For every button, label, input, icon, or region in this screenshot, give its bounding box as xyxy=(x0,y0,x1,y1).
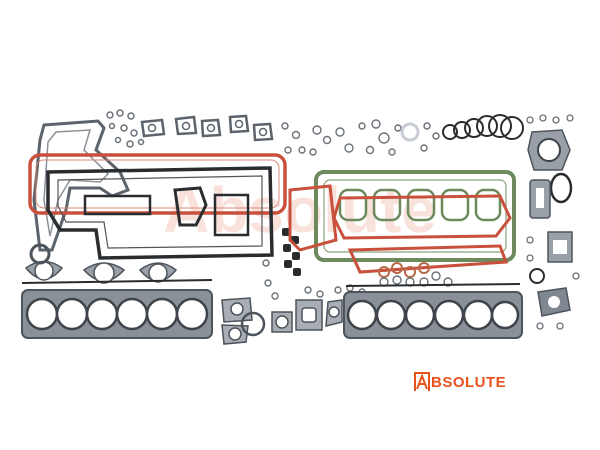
brand-logo-mark xyxy=(414,372,430,392)
cylinder-head-gasket-left xyxy=(21,289,213,339)
intake-gasket-red xyxy=(288,184,512,274)
watermark-text: Absolute xyxy=(163,174,437,246)
oil-pan-gasket-red xyxy=(28,153,287,215)
right-column-gaskets xyxy=(526,114,580,330)
exhaust-manifold-gaskets xyxy=(24,243,178,284)
brand-logo: BSOLUTE xyxy=(414,371,518,393)
sealing-strips xyxy=(21,279,521,287)
rubber-seals-strip xyxy=(282,228,301,276)
brand-logo-text: BSOLUTE xyxy=(431,373,507,391)
valve-cover-gasket-green xyxy=(314,170,516,262)
copper-seal-rings xyxy=(378,262,430,278)
scattered-washers xyxy=(262,119,440,300)
small-rings-mid xyxy=(379,271,453,287)
small-flange-gaskets-top xyxy=(106,109,274,148)
middle-flange-gaskets xyxy=(221,297,343,345)
cylinder-head-gasket-right xyxy=(343,291,523,339)
oil-pan-gasket-black xyxy=(46,166,274,260)
o-ring-set xyxy=(442,114,524,140)
